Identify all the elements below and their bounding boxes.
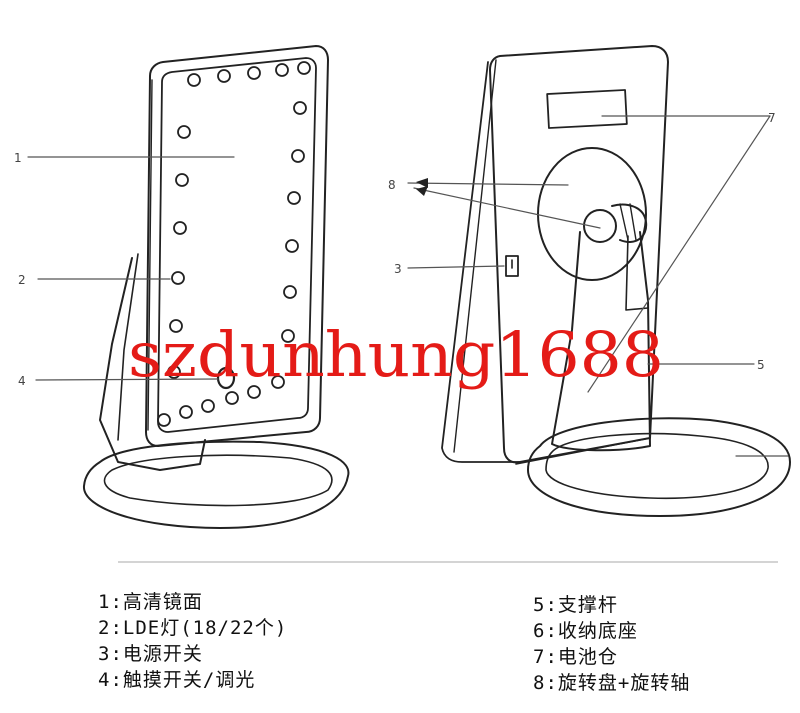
front-base (82, 440, 350, 529)
callout-lines (27, 115, 789, 457)
legend-item-4: 4:触摸开关/调光 (98, 669, 256, 691)
legend-item-8: 8:旋转盘+旋转轴 (533, 672, 691, 694)
watermark-text: szdunhung1688 (128, 318, 664, 391)
legend-item-7: 7:电池仓 (533, 646, 618, 668)
back-base (527, 417, 791, 517)
callout-2: 2 (18, 273, 26, 287)
callout-1: 1 (14, 151, 22, 165)
legend-right: 5:支撑杆 6:收纳底座 7:电池仓 8:旋转盘+旋转轴 (533, 592, 690, 696)
legend-item-6: 6:收纳底座 (533, 620, 638, 642)
callout-4: 4 (18, 374, 26, 388)
front-stand (99, 257, 206, 471)
battery-compartment (546, 89, 628, 129)
support-column (551, 231, 651, 452)
power-switch (505, 255, 519, 277)
back-mirror-view (441, 45, 791, 517)
rotating-shaft (583, 209, 617, 243)
led-lights (157, 61, 311, 427)
back-mirror-frame (489, 45, 669, 464)
rotating-disc (537, 147, 647, 281)
front-mirror-frame (145, 45, 329, 447)
legend-left: 1:高清镜面 2:LDE灯(18/22个) 3:电源开关 4:触摸开关/调光 (98, 589, 287, 693)
callout-arrows (416, 178, 428, 196)
legend-item-2: 2:LDE灯(18/22个) (98, 617, 288, 639)
callout-8: 8 (388, 178, 396, 192)
touch-switch (216, 366, 236, 390)
legend-item-5: 5:支撑杆 (533, 594, 618, 616)
callout-3: 3 (394, 262, 402, 276)
callout-5: 5 (757, 358, 765, 372)
legend-item-1: 1:高清镜面 (98, 591, 203, 613)
front-mirror-view (82, 45, 350, 529)
callout-7: 7 (768, 111, 776, 125)
front-mirror-face (157, 57, 317, 433)
legend-item-3: 3:电源开关 (98, 643, 203, 665)
